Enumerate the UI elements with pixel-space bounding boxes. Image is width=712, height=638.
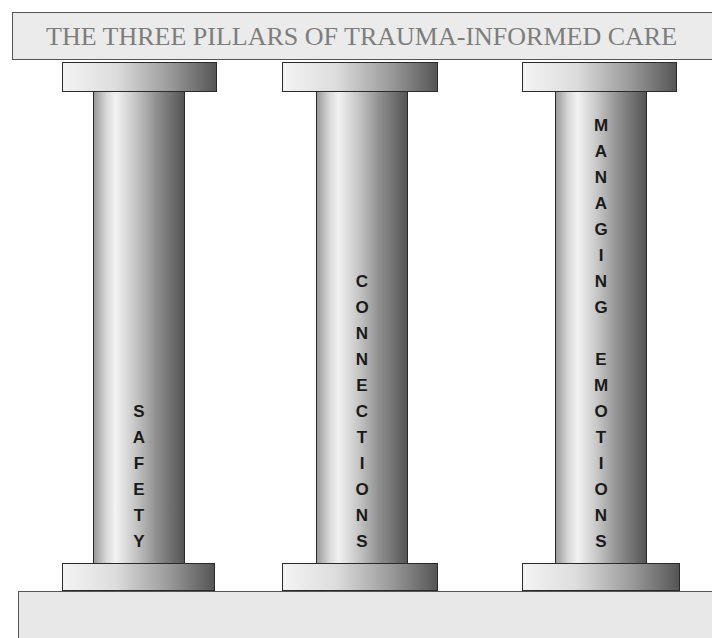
pillar-shaft: MANAGING EMOTIONS <box>555 92 647 563</box>
pillar-capital <box>63 63 217 92</box>
pillar-base <box>283 564 438 591</box>
entablature <box>13 13 712 60</box>
pillar-label: SAFETY <box>94 399 184 555</box>
pillar-capital <box>523 63 677 92</box>
diagram-title: THE THREE PILLARS OF TRAUMA-INFORMED CAR… <box>46 24 677 50</box>
pillar-label: CONNECTIONS <box>317 269 407 555</box>
foundation-slab <box>19 592 712 638</box>
pillar-capital <box>283 63 438 92</box>
pillar-label: MANAGING EMOTIONS <box>556 113 646 555</box>
pillar-shaft: CONNECTIONS <box>316 92 408 563</box>
pillar-base <box>523 564 680 591</box>
pillar-base <box>63 564 215 591</box>
pillar-shaft: SAFETY <box>93 92 185 563</box>
